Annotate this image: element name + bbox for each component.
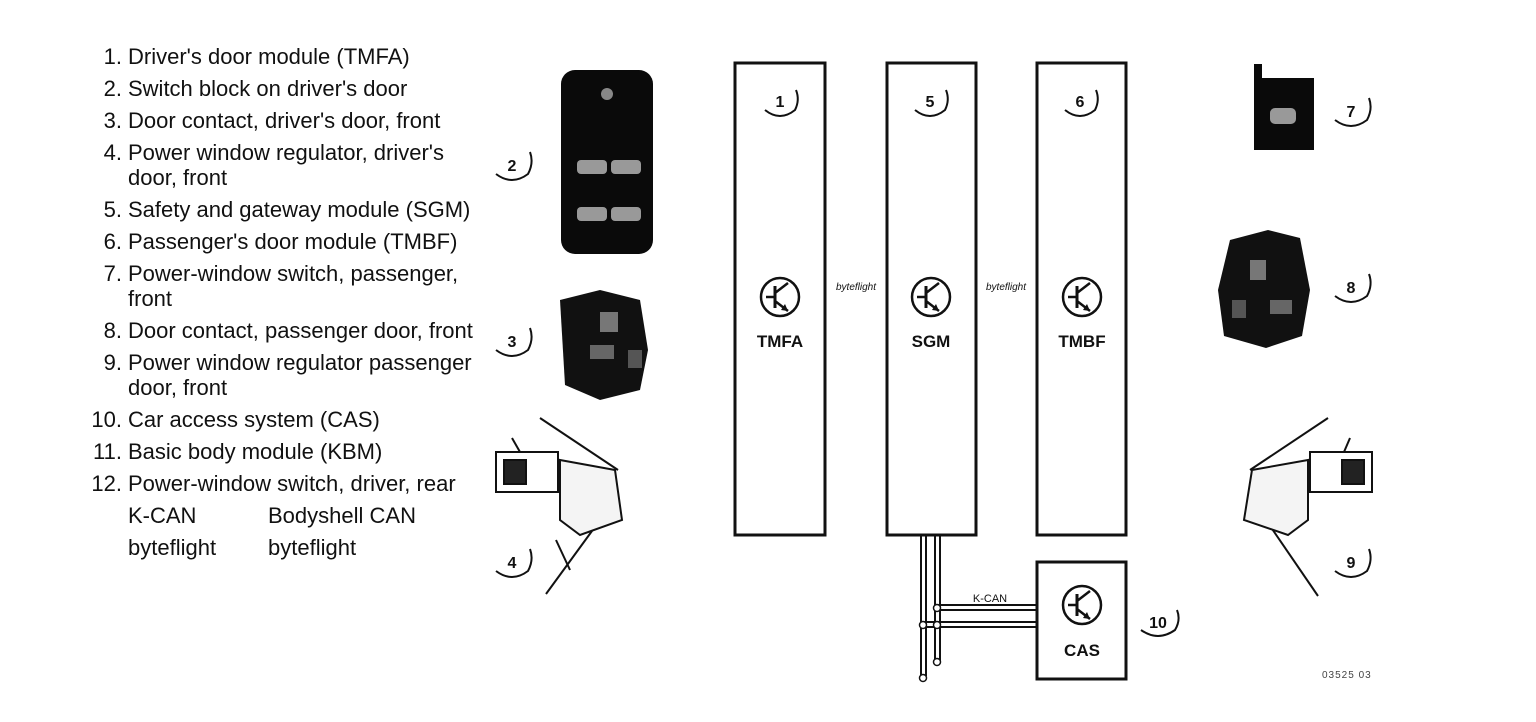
- abbreviation-short: byteflight: [128, 535, 217, 560]
- bus-junction-icon: [932, 603, 942, 613]
- abbreviation-short: K-CAN: [128, 503, 197, 528]
- tmbf-number: 6: [1076, 94, 1085, 111]
- abbreviation-long: Bodyshell CAN: [268, 503, 416, 528]
- legend-text: Power-window switch, driver, rear: [128, 471, 456, 496]
- abbreviation-row: byteflight byteflight: [128, 535, 490, 560]
- legend-text: Power-window switch, passenger, front: [128, 261, 459, 311]
- window-regulator-passenger-image: [1242, 417, 1373, 597]
- cas-label: CAS: [1064, 641, 1100, 660]
- legend-item: 6.Passenger's door module (TMBF): [70, 229, 490, 254]
- callout-arc-icon: [914, 89, 949, 117]
- byteflight-label-left: byteflight: [836, 282, 877, 293]
- byteflight-label-right: byteflight: [986, 282, 1027, 293]
- bus-junction-icon: [918, 620, 928, 630]
- tmfa-module-box: [733, 61, 827, 537]
- legend-number: 11.: [93, 439, 122, 464]
- switch-block-image: [561, 70, 653, 254]
- legend-number: 1.: [103, 44, 122, 69]
- legend-item: 12.Power-window switch, driver, rear: [70, 471, 490, 496]
- legend-number: 9.: [103, 350, 122, 375]
- legend-text: Power window regulator, driver's door, f…: [128, 140, 445, 190]
- callout-arc-icon: [495, 548, 533, 578]
- callout-arc-icon: [764, 89, 799, 117]
- legend-text: Driver's door module (TMFA): [128, 44, 410, 69]
- callout-arc-icon: [1140, 609, 1180, 637]
- legend-number: 2.: [103, 76, 122, 101]
- legend-text: Door contact, passenger door, front: [128, 318, 473, 343]
- tmfa-number: 1: [776, 94, 785, 111]
- legend-text: Door contact, driver's door, front: [128, 108, 441, 133]
- callout-arc-icon: [1334, 548, 1372, 578]
- door-contact-driver-image: [560, 290, 648, 400]
- sgm-label: SGM: [912, 332, 951, 351]
- tmbf-module-box: [1035, 61, 1128, 537]
- legend-number: 6.: [103, 229, 122, 254]
- sgm-number: 5: [926, 94, 935, 111]
- cas-number: 10: [1149, 615, 1167, 632]
- callout-2: 2: [508, 158, 517, 175]
- callout-arc-icon: [1064, 89, 1099, 117]
- legend-item: 3.Door contact, driver's door, front: [70, 108, 490, 133]
- callout-7: 7: [1347, 104, 1356, 121]
- legend-text: Power window regulator passenger door, f…: [128, 350, 472, 400]
- legend-number: 4.: [103, 140, 122, 165]
- kcan-label: K-CAN: [973, 593, 1007, 605]
- window-regulator-driver-image: [495, 417, 624, 595]
- legend-number: 10.: [91, 407, 122, 432]
- legend-item: 1.Driver's door module (TMFA): [70, 44, 490, 69]
- sgm-module-box: [885, 61, 978, 537]
- door-contact-passenger-image: [1218, 230, 1310, 348]
- passenger-window-switch-image: [1254, 64, 1314, 150]
- figure-code: 03525 03: [1322, 670, 1372, 681]
- legend-item: 11.Basic body module (KBM): [70, 439, 490, 464]
- legend-number: 7.: [103, 261, 122, 286]
- legend-item: 7.Power-window switch, passenger, front: [70, 261, 490, 311]
- legend-text: Safety and gateway module (SGM): [128, 197, 471, 222]
- abbreviation-row: K-CAN Bodyshell CAN: [128, 503, 490, 528]
- legend-number: 8.: [103, 318, 122, 343]
- legend-item: 9.Power window regulator passenger door,…: [70, 350, 490, 400]
- legend-item: 5.Safety and gateway module (SGM): [70, 197, 490, 222]
- legend-number: 3.: [103, 108, 122, 133]
- bus-terminal-icon: [932, 657, 942, 667]
- callout-3: 3: [508, 334, 517, 351]
- bus-junction-icon: [932, 620, 942, 630]
- bus-terminal-icon: [918, 673, 928, 683]
- callout-9: 9: [1347, 555, 1356, 572]
- legend-item: 4.Power window regulator, driver's door,…: [70, 140, 490, 190]
- legend-text: Car access system (CAS): [128, 407, 380, 432]
- legend: 1.Driver's door module (TMFA) 2.Switch b…: [70, 44, 490, 567]
- callout-4: 4: [508, 555, 517, 572]
- legend-text: Switch block on driver's door: [128, 76, 408, 101]
- legend-number: 12.: [91, 471, 122, 496]
- tmbf-label: TMBF: [1058, 332, 1105, 351]
- callout-8: 8: [1347, 280, 1356, 297]
- tmfa-label: TMFA: [757, 332, 803, 351]
- cas-module-box: [1035, 560, 1128, 681]
- legend-number: 5.: [103, 197, 122, 222]
- abbreviation-long: byteflight: [268, 535, 357, 560]
- callout-arc-icon: [1334, 97, 1372, 127]
- legend-item: 2.Switch block on driver's door: [70, 76, 490, 101]
- callout-arc-icon: [495, 151, 533, 181]
- legend-text: Basic body module (KBM): [128, 439, 383, 464]
- legend-item: 8.Door contact, passenger door, front: [70, 318, 490, 343]
- legend-text: Passenger's door module (TMBF): [128, 229, 458, 254]
- legend-item: 10.Car access system (CAS): [70, 407, 490, 432]
- callout-arc-icon: [495, 327, 533, 357]
- callout-arc-icon: [1334, 273, 1372, 303]
